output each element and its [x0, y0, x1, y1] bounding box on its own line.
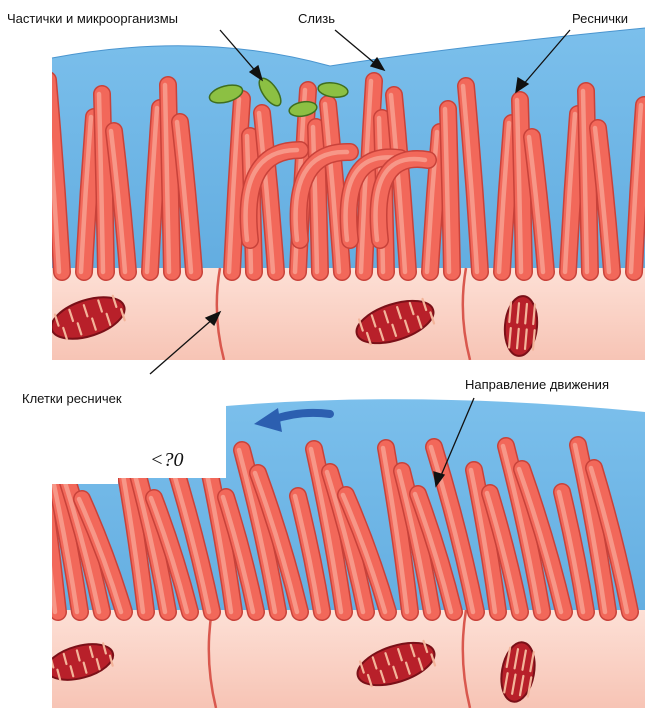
cell-body — [52, 610, 645, 708]
bottom-panel — [31, 390, 645, 710]
cilium-icon — [34, 430, 58, 612]
label-particles: Частички и микроорганизмы — [7, 12, 178, 25]
cell-layer-bottom — [52, 610, 645, 708]
label-mucus: Слизь — [298, 12, 335, 25]
label-direction: Направление движения — [465, 378, 609, 391]
cell-body — [52, 268, 645, 360]
top-panel — [45, 20, 645, 360]
cell-layer-top — [52, 268, 645, 360]
cilium-highlight — [31, 430, 55, 612]
label-cilia: Реснички — [572, 12, 628, 25]
label-ciliated-cells: Клетки ресничек — [22, 392, 122, 405]
scan-mark: <?0 — [150, 450, 184, 470]
